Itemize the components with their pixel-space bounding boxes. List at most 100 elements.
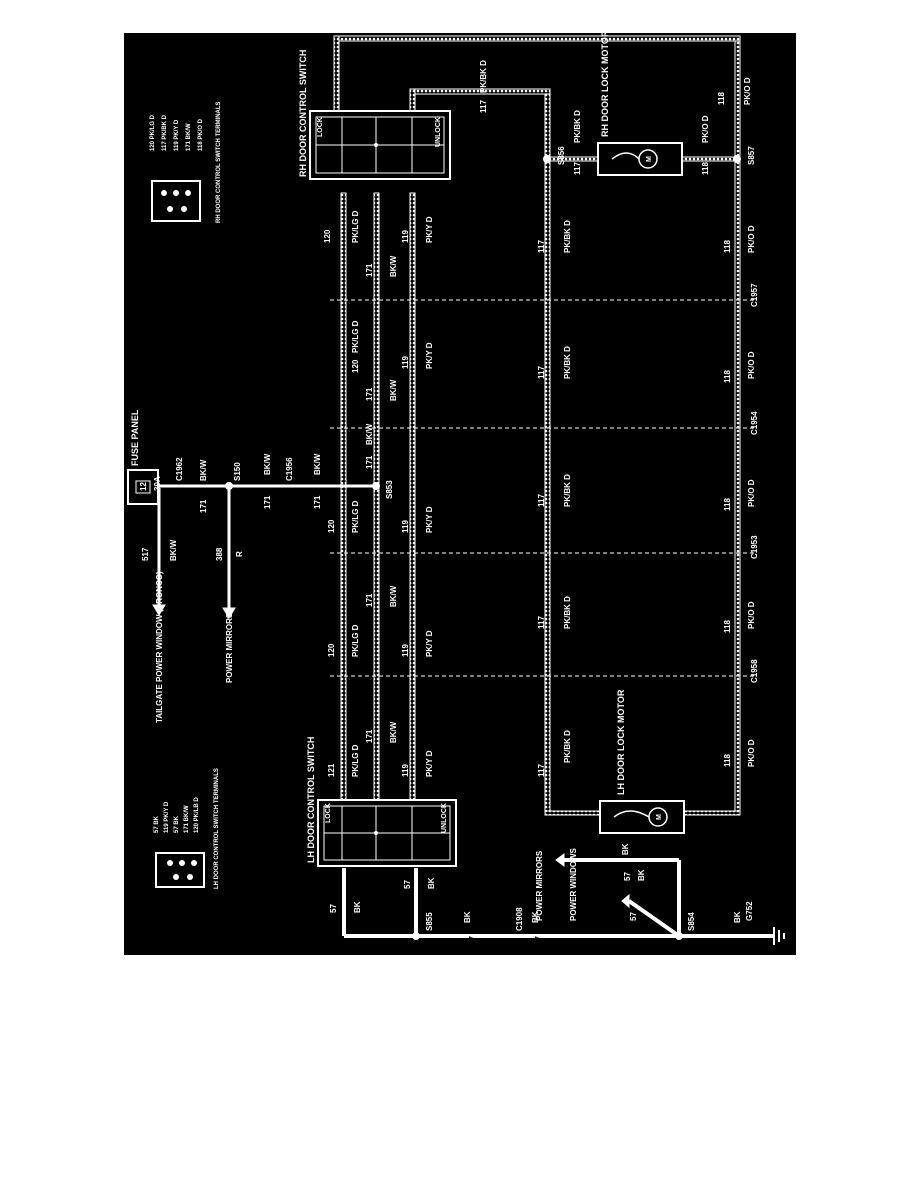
lh-terminal-5: 120 PK/LB D (194, 797, 200, 833)
wire-label-bkw-d: BK/W (313, 453, 322, 475)
wire-label-pkbk-2: PK/BK D (563, 596, 572, 629)
wire-label-bkw-1: BK/W (389, 721, 398, 743)
wire-label-bk-a: BK (353, 901, 362, 913)
wire-label-117-5: 117 (537, 240, 546, 253)
wire-label-pky-2: PK/Y D (425, 630, 434, 657)
wire-label-bkw-5: BK/W (389, 255, 398, 277)
tailgate-label: TAILGATE POWER WINDOW (BRONCO) (155, 571, 164, 723)
rh-switch-lock: LOCK (317, 117, 324, 137)
wire-label-118-2: 118 (723, 620, 732, 633)
splice-s854: S854 (687, 912, 696, 931)
connector-c1953: C1953 (750, 535, 759, 559)
wire-118-rh-motor (679, 156, 737, 162)
connector-c1957: C1957 (750, 283, 759, 307)
wire-label-pkbk-top: PK/BK D (479, 60, 488, 93)
rh-terminal-4: 171 BK/W (186, 123, 192, 151)
wire-117 (544, 90, 551, 812)
outer-57-a: 57 (467, 936, 477, 945)
wire-label-pklg-4: PK/LG D (351, 320, 360, 353)
rh-terminal-5: 118 PK/O D (198, 118, 204, 151)
wire-label-pklg-5: PK/LG D (351, 210, 360, 243)
wire-label-pklg-1: PK/LG D (351, 744, 360, 777)
wire-label-118-4: 118 (723, 370, 732, 383)
wire-label-119-5: 119 (401, 230, 410, 243)
wire-label-pko-5: PK/O D (747, 225, 756, 253)
wire-label-pklg-2: PK/LG D (351, 624, 360, 657)
wire-label-117-2: 117 (537, 616, 546, 629)
wire-label-171-c: 171 (313, 495, 322, 509)
connector-lines (330, 299, 754, 677)
wire-label-117-4: 117 (537, 366, 546, 379)
rh-door-lock-motor (597, 142, 683, 176)
connector-c1958: C1958 (750, 659, 759, 683)
wire-label-171-4: 171 (365, 387, 374, 401)
wire-label-57-a: 57 (329, 904, 338, 913)
wire-label-118-5: 118 (723, 240, 732, 253)
connector-c1908: C1908 (515, 907, 524, 931)
wire-label-pky-3: PK/Y D (425, 506, 434, 533)
rh-motor-title: RH DOOR LOCK MOTOR (600, 33, 610, 137)
wire-label-117-3: 117 (537, 494, 546, 507)
connector-c1956: C1956 (285, 457, 294, 481)
lh-motor-title: LH DOOR LOCK MOTOR (616, 689, 626, 795)
wire-119 (409, 192, 416, 826)
wire-label-117-6: 117 (573, 162, 582, 175)
ground-symbol (773, 927, 785, 945)
ground-g752: G752 (745, 901, 754, 921)
fuse-rating: 30A (153, 476, 162, 491)
rh-terminal-inset (151, 180, 201, 222)
splice-dots (225, 155, 741, 940)
wire-label-bkw-a: BK/W (169, 539, 178, 561)
wire-label-pko-4: PK/O D (747, 351, 756, 379)
wire-118 (734, 36, 741, 812)
rh-door-control-switch (309, 110, 451, 180)
rh-motor-symbol: M (646, 156, 653, 162)
power-mirrors-top-label: POWER MIRRORS (225, 612, 234, 683)
splice-s853: S853 (385, 480, 394, 499)
rh-terminal-2: 117 PK/BK D (162, 114, 168, 151)
connector-c1954: C1954 (750, 411, 759, 435)
lh-motor-symbol: M (656, 814, 663, 820)
wire-117-lh-motor (544, 810, 606, 816)
wire-120 (340, 192, 347, 826)
splice-s857: S857 (747, 146, 756, 165)
wire-label-bkw-b: BK/W (199, 459, 208, 481)
lh-door-lock-motor (599, 800, 685, 834)
lh-switch-lock: LOCK (325, 803, 332, 823)
lh-switch-title: LH DOOR CONTROL SWITCH (306, 737, 316, 863)
wire-label-pky-1: PK/Y D (425, 750, 434, 777)
wire-label-bk-g: BK (733, 911, 742, 923)
wire-label-120-2: 120 (327, 519, 336, 533)
wire-label-118-3: 118 (723, 498, 732, 511)
lh-terminal-4: 171 BK/W (184, 805, 190, 833)
rh-terminal-1: 120 PK/LG D (150, 114, 156, 151)
wire-label-bk-f: BK (621, 843, 630, 855)
wire-label-pkbk-3: PK/BK D (563, 474, 572, 507)
wire-label-pky-4: PK/Y D (425, 342, 434, 369)
lh-terminal-inset (155, 852, 205, 888)
splice-s856: S856 (557, 146, 566, 165)
wire-label-bk-e: BK (637, 869, 646, 881)
wire-label-bkw-4: BK/W (389, 379, 398, 401)
power-mirrors-label: POWER MIRRORS (535, 850, 544, 921)
wire-label-pko-6: PK/O D (701, 115, 710, 143)
wire-label-119-1: 119 (401, 764, 410, 777)
wire-118-lh-motor (681, 810, 741, 816)
lh-terminal-3: 57 BK (174, 815, 180, 833)
wire-label-119-4: 119 (401, 356, 410, 369)
wire-label-171-b: 171 (263, 495, 272, 509)
wire-label-171-a: 171 (199, 499, 208, 513)
rh-switch-unlock: UNLOCK (435, 117, 442, 147)
wire-label-517: 517 (141, 547, 150, 561)
wire-label-bkw-c: BK/W (263, 453, 272, 475)
wire-label-pky-5: PK/Y D (425, 216, 434, 243)
wire-label-57-b: 57 (403, 880, 412, 889)
wire-label-pko-3: PK/O D (747, 479, 756, 507)
wire-label-118-top: 118 (717, 92, 726, 105)
wire-label-r: R (235, 551, 244, 557)
lh-terminal-2: 119 PK/Y D (164, 801, 170, 833)
wire-label-pko-top: PK/O D (743, 77, 752, 105)
harness-wires (333, 35, 741, 826)
outer-57-c: 57 (735, 942, 745, 951)
lh-terminal-1: 57 BK (154, 815, 160, 833)
